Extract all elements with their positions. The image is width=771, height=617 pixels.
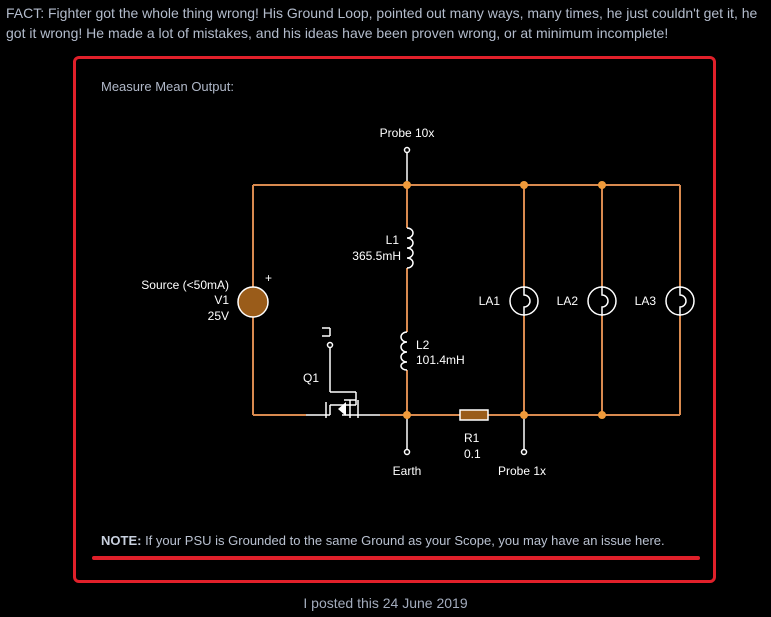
q1-gate-terminal (326, 341, 334, 349)
earth-terminal (403, 448, 411, 456)
wires (252, 184, 681, 416)
diagram-caption: Measure Mean Output: (101, 79, 234, 94)
l1-inductor-symbol (406, 227, 414, 269)
lamp-la3-label: LA3 (635, 294, 657, 308)
lamp-la2-symbol (587, 286, 617, 316)
l2-inductor-symbol (400, 331, 408, 371)
r1-value: 0.1 (464, 447, 481, 461)
r1-resistor-symbol (459, 409, 489, 421)
probe-1x-label: Probe 1x (498, 464, 546, 478)
earth-label: Earth (393, 464, 422, 478)
source-voltage: 25V (208, 309, 229, 323)
q1-label: Q1 (303, 371, 319, 385)
note-underline (92, 556, 700, 560)
note-label: NOTE: (101, 533, 142, 548)
posted-date-text: I posted this 24 June 2019 (303, 595, 468, 611)
lamp-la1-label: LA1 (479, 294, 501, 308)
highlight-frame (73, 56, 716, 583)
l1-value: 365.5mH (352, 249, 401, 263)
lamp-la1-symbol (509, 286, 539, 316)
probe-10x-terminal (403, 146, 411, 154)
source-label: Source (<50mA) (141, 278, 229, 292)
lamp-la3-symbol (665, 286, 695, 316)
l1-name: L1 (386, 233, 400, 247)
probe-leads (406, 152, 525, 450)
note-line: NOTE: If your PSU is Grounded to the sam… (101, 533, 665, 548)
probe-1x-terminal (520, 448, 528, 456)
l2-value: 101.4mH (416, 353, 465, 367)
l2-name: L2 (416, 338, 430, 352)
junction-nodes (403, 181, 606, 419)
intro-paragraph: FACT: Fighter got the whole thing wrong!… (6, 5, 758, 41)
q1-arrow (338, 402, 346, 416)
probe-10x-label: Probe 10x (380, 126, 435, 140)
note-text: If your PSU is Grounded to the same Grou… (141, 533, 665, 548)
source-polarity: + (265, 271, 272, 285)
source-name: V1 (214, 293, 229, 307)
lamp-la2-label: LA2 (557, 294, 579, 308)
source-v1-symbol (237, 286, 269, 318)
r1-name: R1 (464, 431, 480, 445)
